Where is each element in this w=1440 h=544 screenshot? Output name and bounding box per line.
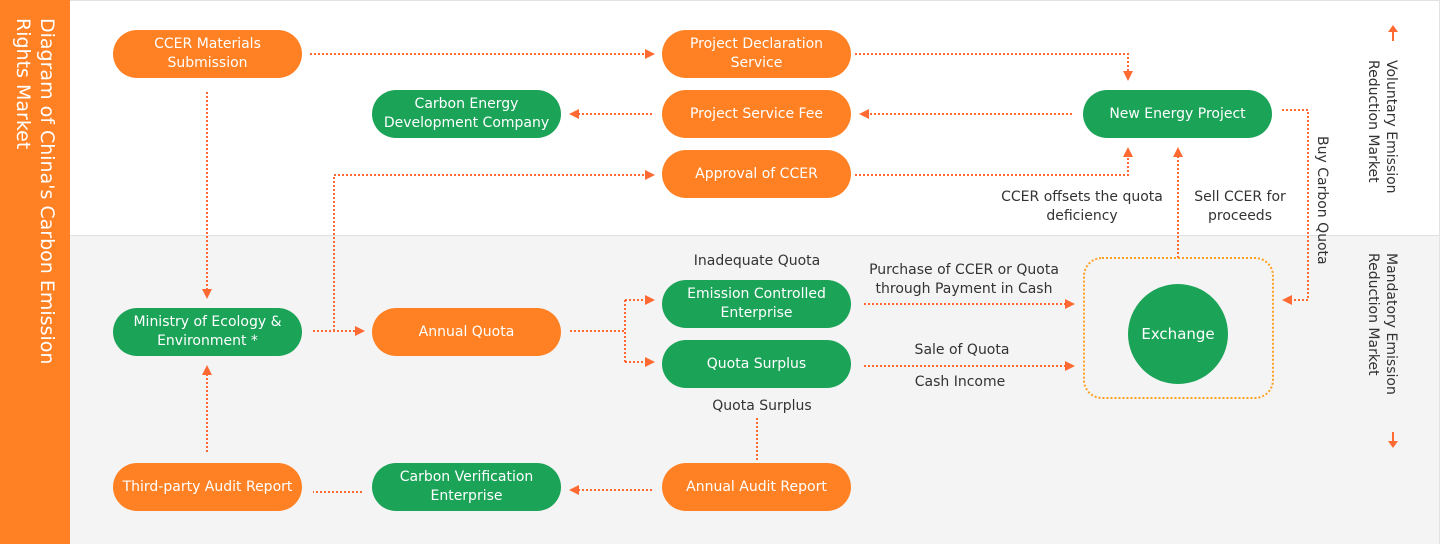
node-project-declaration: Project Declaration Service <box>662 30 851 78</box>
label-purchase-line-1: Purchase of CCER or Quota <box>869 262 1059 278</box>
label-buy-carbon-quota: Buy Carbon Quota <box>1314 136 1330 265</box>
arrow-declaration-to-newenergy <box>855 53 1133 81</box>
node-exchange: Exchange <box>1128 284 1228 384</box>
title-bar: Diagram of China's Carbon Emission Right… <box>0 0 70 544</box>
node-project-service-fee: Project Service Fee <box>662 90 851 138</box>
label-mandatory-market: Mandatory Emission Reduction Market <box>1364 253 1400 395</box>
label-sell-ccer: Sell CCER for proceeds <box>1194 188 1286 226</box>
label-sell-ccer-line-1: Sell CCER for <box>1194 189 1286 205</box>
label-inadequate-quota: Inadequate Quota <box>693 253 821 269</box>
node-annual-quota: Annual Quota <box>372 308 561 356</box>
label-quota-surplus: Quota Surplus <box>712 398 812 414</box>
node-third-party-audit: Third-party Audit Report <box>113 463 302 511</box>
node-ccer-materials: CCER Materials Submission <box>113 30 302 78</box>
arrow-buy-carbon-quota <box>1282 109 1309 305</box>
label-sell-ccer-line-2: proceeds <box>1207 208 1272 224</box>
node-carbon-energy-dev: Carbon Energy Development Company <box>372 90 561 138</box>
label-ccer-offsets: CCER offsets the quota deficiency <box>1001 188 1163 226</box>
mandatory-line-2: Reduction Market <box>1365 253 1381 376</box>
label-purchase: Purchase of CCER or Quota through Paymen… <box>869 261 1059 299</box>
label-ccer-offsets-line-2: deficiency <box>1046 208 1118 224</box>
node-annual-audit: Annual Audit Report <box>662 463 851 511</box>
node-carbon-verification: Carbon Verification Enterprise <box>372 463 561 511</box>
node-quota-surplus: Quota Surplus <box>662 340 851 388</box>
label-voluntary-market: Voluntary Emission Reduction Market <box>1364 60 1400 194</box>
node-emission-controlled: Emission Controlled Enterprise <box>662 280 851 328</box>
label-cash-income: Cash Income <box>914 374 1006 390</box>
node-approval-ccer: Approval of CCER <box>662 150 851 198</box>
node-ministry: Ministry of Ecology & Environment * <box>113 308 302 356</box>
exchange-boundary <box>1083 257 1274 399</box>
mandatory-line-1: Mandatory Emission <box>1383 253 1399 395</box>
label-purchase-line-2: through Payment in Cash <box>875 281 1053 297</box>
arrow-ministry-to-approval <box>333 170 655 331</box>
voluntary-line-2: Reduction Market <box>1365 60 1381 183</box>
arrow-approval-to-newenergy <box>855 147 1133 176</box>
voluntary-line-1: Voluntary Emission <box>1383 60 1399 194</box>
arrow-quota-split <box>570 300 626 362</box>
node-new-energy-project: New Energy Project <box>1083 90 1272 138</box>
label-ccer-offsets-line-1: CCER offsets the quota <box>1001 189 1163 205</box>
label-sale-of-quota: Sale of Quota <box>914 342 1010 358</box>
